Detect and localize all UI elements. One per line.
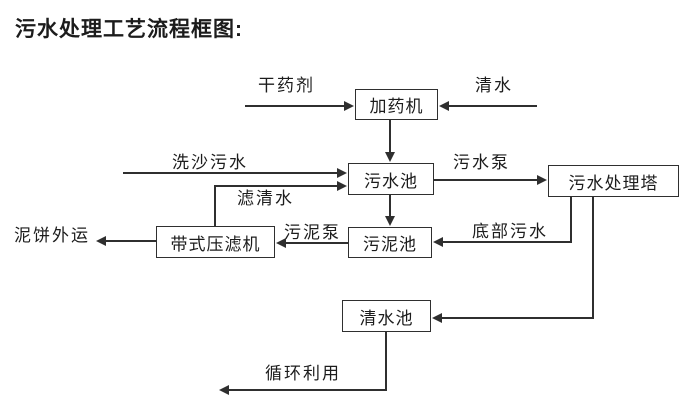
arrowhead-left-icon [439,101,449,111]
arrowhead-right-icon [337,168,347,178]
arrowhead-right-icon [337,181,347,191]
line-bottom-sewage [442,241,572,243]
label-filtered-water: 滤清水 [237,189,294,208]
line-sludge-pump [285,242,348,244]
node-treatment-tower: 污水处理塔 [548,165,679,197]
arrowhead-left-icon [96,236,106,246]
line-clean-water [448,105,537,107]
node-clean-water-pool: 清水池 [342,300,431,332]
node-belt-filter-press: 带式压滤机 [156,226,275,258]
arrowhead-left-icon [432,313,442,323]
line-dry-agent [245,105,346,107]
line-dosing-to-sewage [389,120,391,154]
label-dry-agent: 干药剂 [258,76,315,95]
line-filtered-water-vertical [214,186,216,226]
arrowhead-left-icon [433,237,443,247]
label-recycling: 循环利用 [265,364,341,383]
line-recycling-vertical [385,332,387,390]
line-recycling [228,389,387,391]
arrowhead-left-icon [276,238,286,248]
line-bottom-sewage-vertical [570,197,572,243]
arrowhead-right-icon [537,175,547,185]
line-sewage-pump [434,179,538,181]
label-sewage-pump: 污水泵 [453,153,510,172]
node-sewage-pool: 污水池 [348,163,434,195]
line-sewage-to-sludge [389,195,391,217]
label-sand-wash-sewage: 洗沙污水 [172,153,248,172]
line-sand-wash-sewage [123,172,338,174]
arrowhead-down-icon [385,152,395,162]
label-bottom-sewage: 底部污水 [472,222,548,241]
arrowhead-left-icon [219,385,229,395]
label-clean-water: 清水 [475,76,513,95]
label-mud-cake-transport: 泥饼外运 [14,226,90,245]
line-tower-to-clean-vertical [592,197,594,318]
line-filtered-water [214,185,338,187]
arrowhead-down-icon [385,216,395,226]
arrowhead-right-icon [344,101,354,111]
page-title: 污水处理工艺流程框图: [15,18,243,41]
line-mud-cake [105,240,156,242]
line-tower-to-clean [441,317,594,319]
node-dosing-machine: 加药机 [355,89,438,120]
node-sludge-pool: 污泥池 [348,227,432,258]
label-sludge-pump: 污泥泵 [284,223,341,242]
